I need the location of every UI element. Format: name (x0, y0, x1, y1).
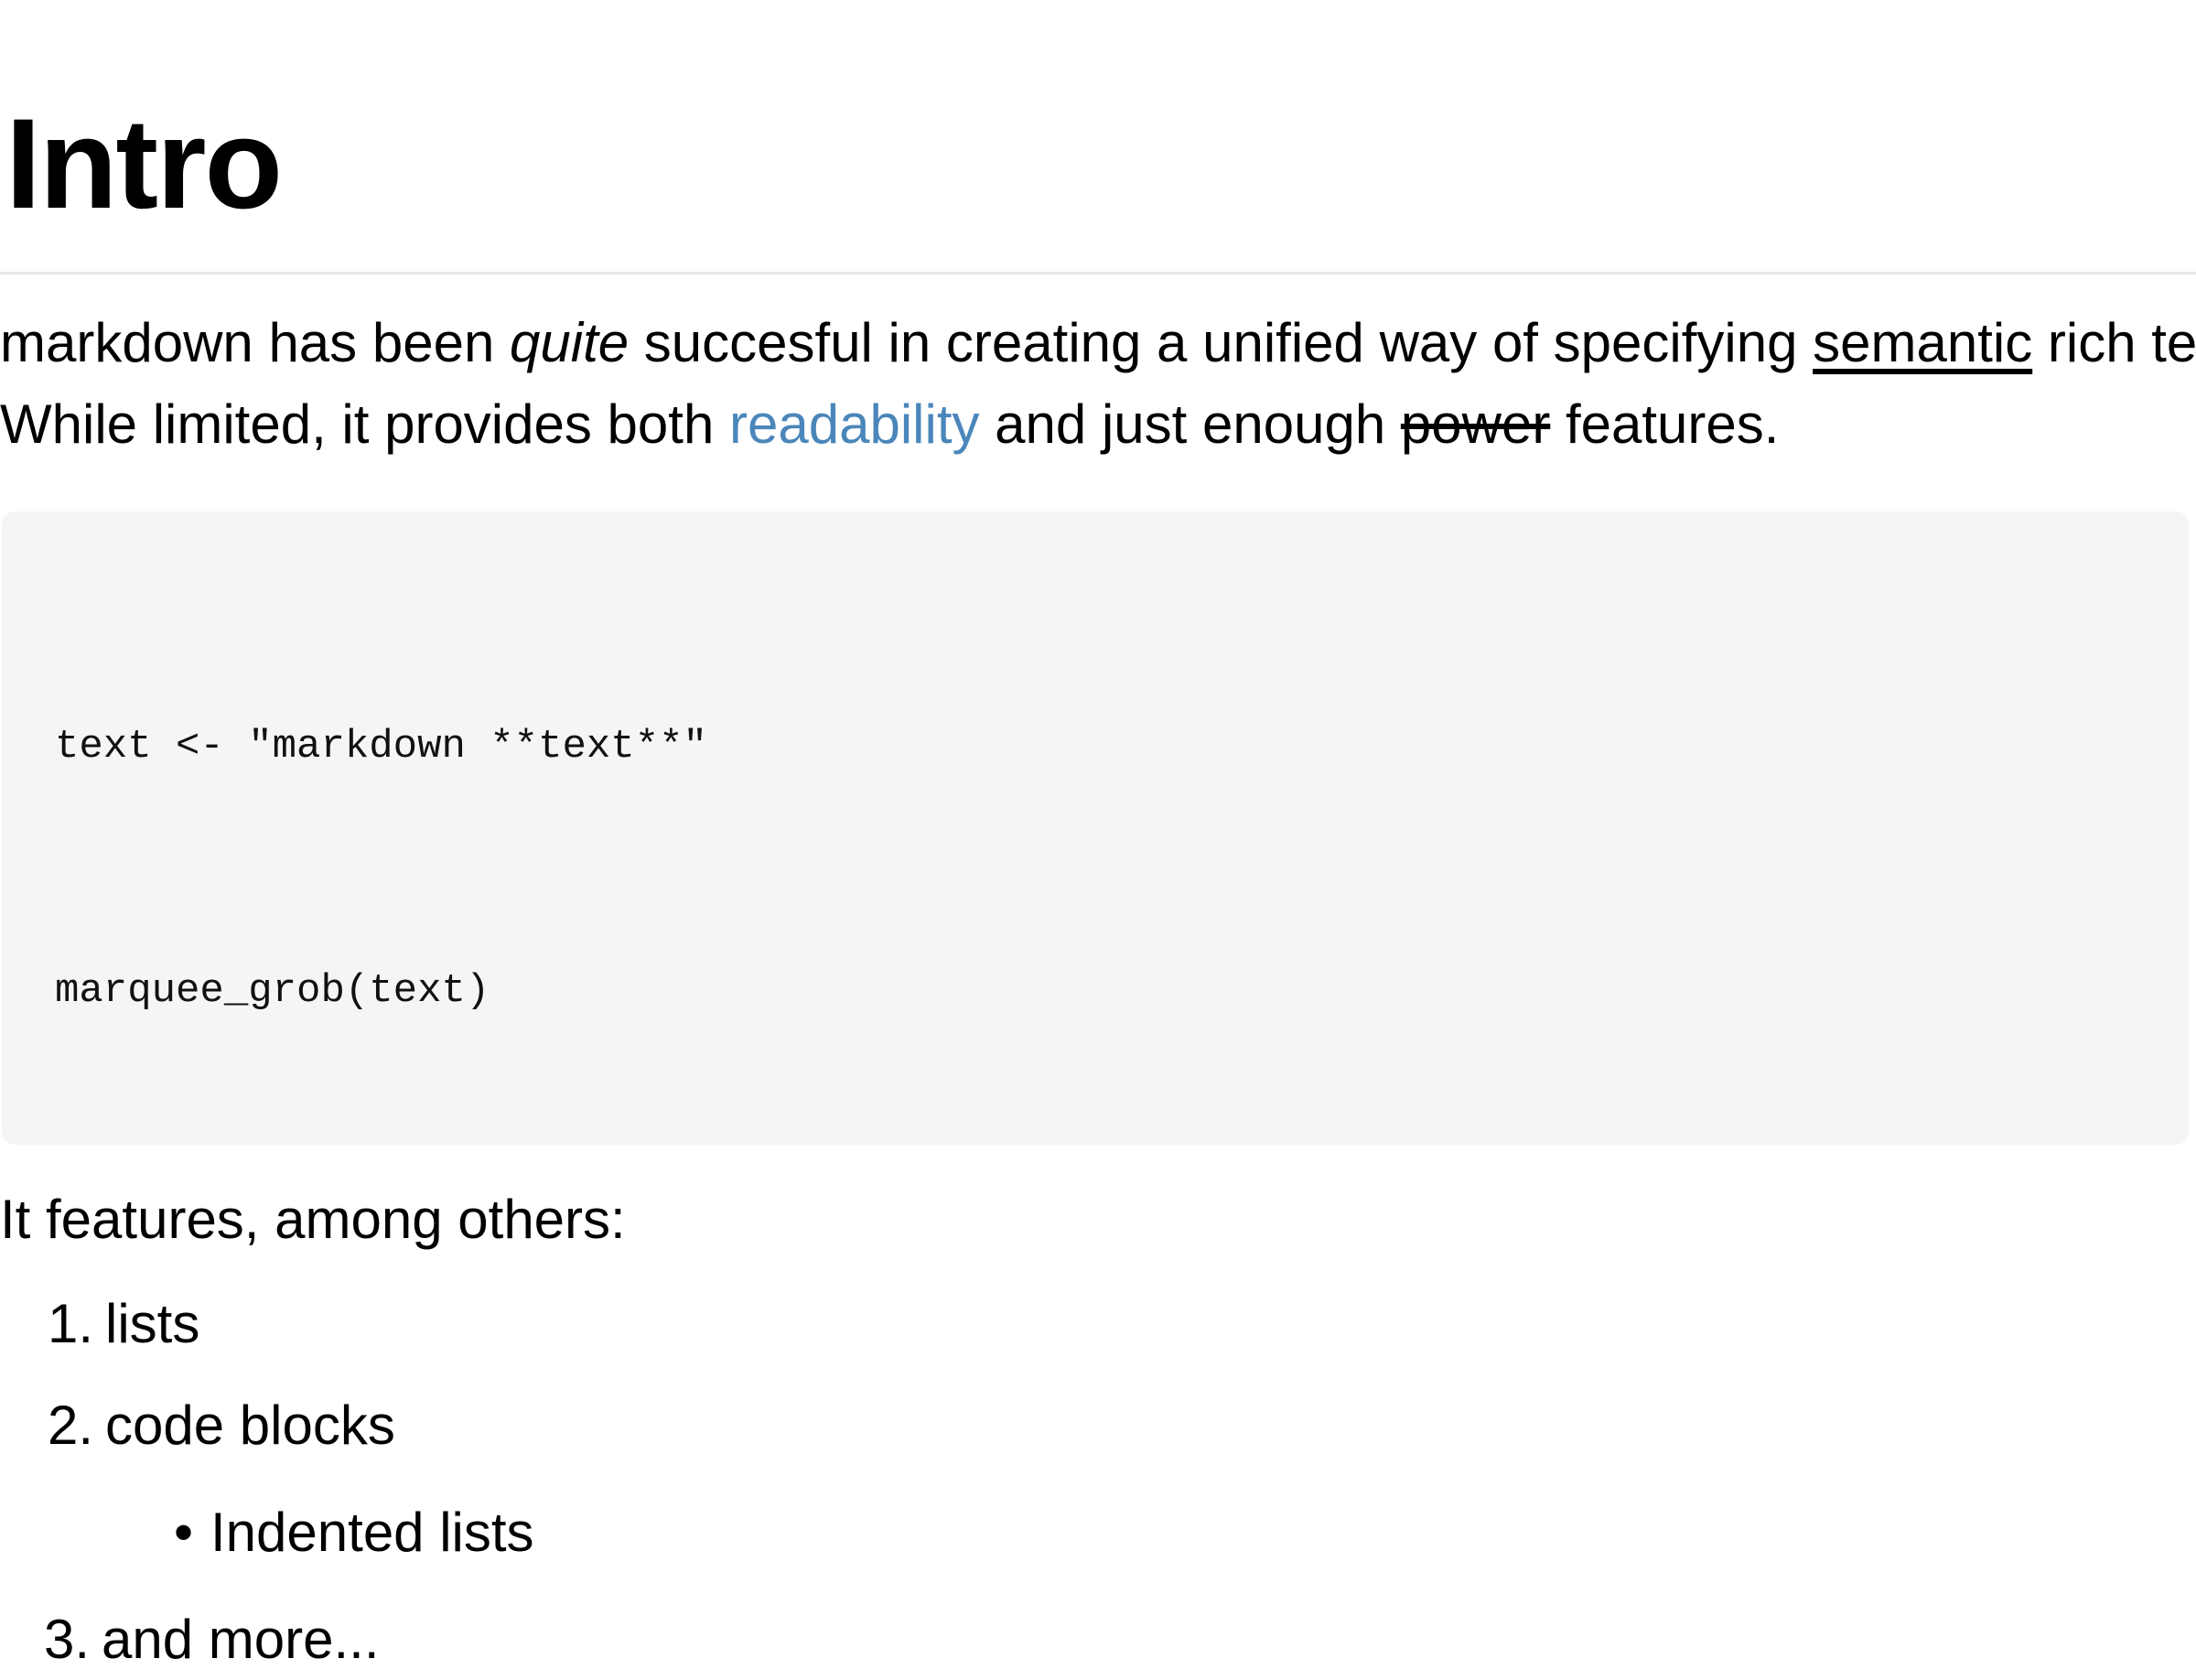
code-block: text <- "markdown **text**" marquee_grob… (2, 512, 2189, 1145)
text-run: markdown has been (0, 312, 510, 373)
code-line-1: text <- "markdown **text**" (55, 724, 707, 770)
list-item-label: lists (105, 1293, 200, 1354)
underline-run: semantic (1813, 312, 2033, 373)
list-item-label: and more... (102, 1609, 380, 1670)
list-marker: 1. (48, 1293, 94, 1354)
bullet-icon: • (174, 1502, 194, 1563)
list-item-label: Indented lists (210, 1502, 534, 1563)
features-intro: It features, among others: (0, 1189, 626, 1250)
list-item-and-more: 3.and more... (44, 1599, 2196, 1680)
list-item-indented-lists: • Indented lists (174, 1492, 2196, 1573)
list-item-label: code blocks (105, 1395, 395, 1456)
code-line-2: marquee_grob(text) (55, 968, 490, 1014)
page-title: Intro (5, 92, 283, 235)
text-run: succesful in creating a unified way of s… (629, 312, 1814, 373)
text-run: and just enough (979, 393, 1401, 455)
list-marker: 2. (48, 1395, 94, 1456)
italic-run: quite (510, 312, 630, 373)
feature-list: 1.lists 2.code blocks • Indented lists 3.… (0, 1283, 2196, 1680)
text-run: While limited, it provides both (0, 393, 729, 455)
paragraph-line-2: While limited, it provides both readabil… (0, 393, 1779, 455)
text-run: rich text. (2047, 312, 2196, 373)
paragraph-line-1: markdown has been quite succesful in cre… (0, 312, 2196, 373)
list-item-code-blocks: 2.code blocks (48, 1384, 2196, 1466)
strike-run: power (1400, 393, 1551, 455)
link-readability[interactable]: readability (729, 393, 980, 455)
title-divider (0, 272, 2196, 275)
list-item-lists: 1.lists (48, 1283, 2196, 1364)
text-run: features. (1550, 393, 1780, 455)
intro-paragraph: markdown has been quite succesful in cre… (0, 302, 2196, 465)
list-marker: 3. (44, 1609, 91, 1670)
